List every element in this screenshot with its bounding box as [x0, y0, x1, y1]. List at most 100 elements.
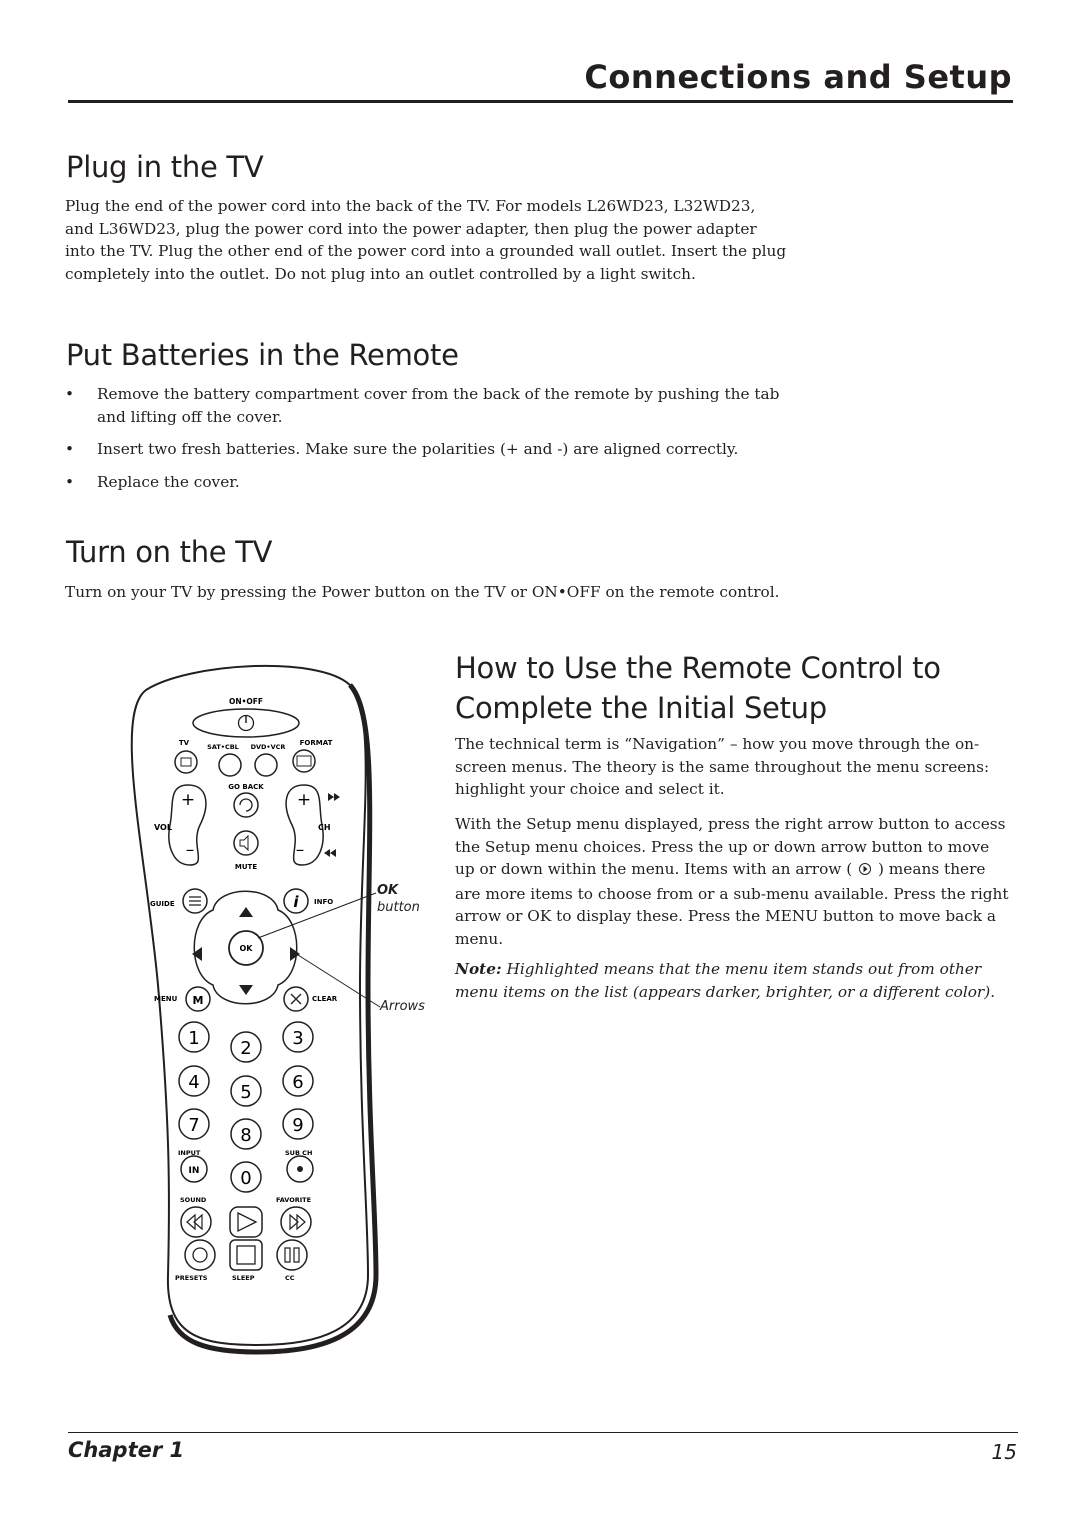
cc-button [276, 1239, 308, 1271]
sub-ch-label: SUB CH [285, 1149, 312, 1157]
list-item: • Replace the cover. [65, 471, 825, 494]
tv-icon [180, 757, 192, 767]
tv-button [174, 750, 198, 774]
digit-1-label: 1 [188, 1028, 199, 1049]
info-icon: i [293, 893, 299, 911]
heading-line: How to Use the Remote Control to [455, 651, 941, 685]
menu-icon: M [193, 994, 204, 1007]
on-off-label: ON•OFF [229, 697, 263, 706]
heading-turn-on-tv: Turn on the TV [66, 535, 273, 569]
cc-label: CC [285, 1274, 295, 1282]
list-item: • Insert two fresh batteries. Make sure … [65, 438, 825, 461]
mute-button [233, 830, 259, 856]
text-line: and L36WD23, plug the power cord into th… [65, 219, 757, 238]
digit-9-button [282, 1108, 314, 1140]
text-line: With the Setup menu displayed, press the… [455, 815, 1006, 833]
heading-put-batteries: Put Batteries in the Remote [66, 338, 459, 372]
guide-label: GUIDE [150, 900, 175, 908]
play-icon [237, 1211, 258, 1233]
digit-6-button [282, 1065, 314, 1097]
arrow-down-icon [239, 985, 253, 995]
digit-1-button [178, 1021, 210, 1053]
heading-line: Complete the Initial Setup [455, 691, 827, 725]
ch-minus-label: – [296, 840, 305, 860]
text-line: up or down within the menu. Items with a… [455, 858, 1025, 883]
digit-9-label: 9 [292, 1115, 303, 1136]
arrow-left-icon [192, 947, 202, 961]
digit-5-button [230, 1075, 262, 1107]
text-line: menu. [455, 929, 504, 948]
text-fragment: Highlighted means that the menu item sta… [506, 960, 982, 978]
sound-button [180, 1206, 212, 1238]
vol-plus-label: + [181, 790, 195, 810]
plug-in-tv-paragraph: Plug the end of the power cord into the … [65, 195, 825, 285]
mute-label: MUTE [235, 863, 257, 871]
go-back-button [233, 792, 259, 818]
digit-7-label: 7 [188, 1115, 199, 1136]
format-label: FORMAT [300, 739, 333, 747]
format-button [292, 749, 316, 773]
ok-label: OK [240, 944, 254, 953]
text-line: The technical term is “Navigation” – how… [455, 735, 980, 753]
sub-ch-icon [297, 1166, 303, 1172]
digit-4-label: 4 [188, 1072, 199, 1093]
digit-4-button [178, 1065, 210, 1097]
power-icon [237, 714, 255, 732]
text-line: completely into the outlet. Do not plug … [65, 264, 696, 283]
vol-label: VOL [154, 823, 172, 832]
bullet: • [65, 472, 75, 491]
footer-chapter: Chapter 1 [68, 1438, 185, 1462]
heading-plug-in-tv: Plug in the TV [66, 150, 264, 184]
footer-page-number: 15 [991, 1440, 1017, 1464]
sleep-button [229, 1239, 263, 1271]
note-label: Note: [455, 960, 502, 978]
digit-5-label: 5 [240, 1082, 251, 1103]
battery-steps-list: • Remove the battery compartment cover f… [65, 383, 825, 503]
pause-icon [284, 1247, 300, 1263]
presets-button [184, 1239, 216, 1271]
favorite-button [280, 1206, 312, 1238]
format-icon [296, 755, 312, 767]
sleep-label: SLEEP [232, 1274, 255, 1282]
ok-callout-line [257, 892, 377, 939]
arrow-right-icon [290, 947, 300, 961]
skip-back-icon [324, 849, 336, 857]
bullet: • [65, 385, 75, 403]
bullet: • [65, 440, 75, 459]
presets-label: PRESETS [175, 1274, 208, 1282]
in-label: IN [189, 1166, 200, 1176]
go-back-label: GO BACK [228, 783, 264, 791]
skip-forward-icon [328, 793, 340, 801]
text-fragment: ) means there [877, 860, 986, 879]
clear-icon [290, 993, 302, 1005]
input-button [180, 1155, 208, 1183]
list-item: • Remove the battery compartment cover f… [65, 383, 825, 428]
vol-minus-label: – [186, 840, 195, 860]
digit-3-button [282, 1021, 314, 1053]
ch-rocker [285, 784, 324, 866]
text-line: into the TV. Plug the other end of the p… [65, 242, 787, 261]
favorite-label: FAVORITE [276, 1196, 311, 1204]
menu-label: MENU [154, 995, 178, 1003]
ch-label: CH [318, 823, 331, 832]
callout-line: OK [377, 883, 399, 898]
guide-icon [189, 896, 201, 906]
turn-on-tv-paragraph: Turn on your TV by pressing the Power bu… [65, 583, 780, 601]
text-line: are more items to choose from or a sub-m… [455, 884, 1009, 903]
tv-label: TV [179, 739, 190, 747]
digit-3-label: 3 [292, 1028, 303, 1049]
heading-how-to-use-remote: How to Use the Remote Control to Complet… [455, 648, 941, 728]
dvd-vcr-label: DVD•VCR [251, 743, 286, 751]
page-header-title: Connections and Setup [584, 58, 1012, 96]
text-line: the Setup menu choices. Press the up or … [455, 837, 990, 856]
text-line: Plug the end of the power cord into the … [65, 197, 756, 215]
text-line: Remove the battery compartment cover fro… [97, 385, 780, 403]
stop-icon [236, 1245, 256, 1265]
digit-2-button [230, 1031, 262, 1063]
info-button [283, 888, 309, 914]
digit-6-label: 6 [292, 1072, 303, 1093]
menu-button [185, 986, 211, 1012]
clear-label: CLEAR [312, 995, 338, 1003]
vol-rocker [168, 784, 207, 866]
navigation-paragraph: The technical term is “Navigation” – how… [455, 733, 1025, 801]
